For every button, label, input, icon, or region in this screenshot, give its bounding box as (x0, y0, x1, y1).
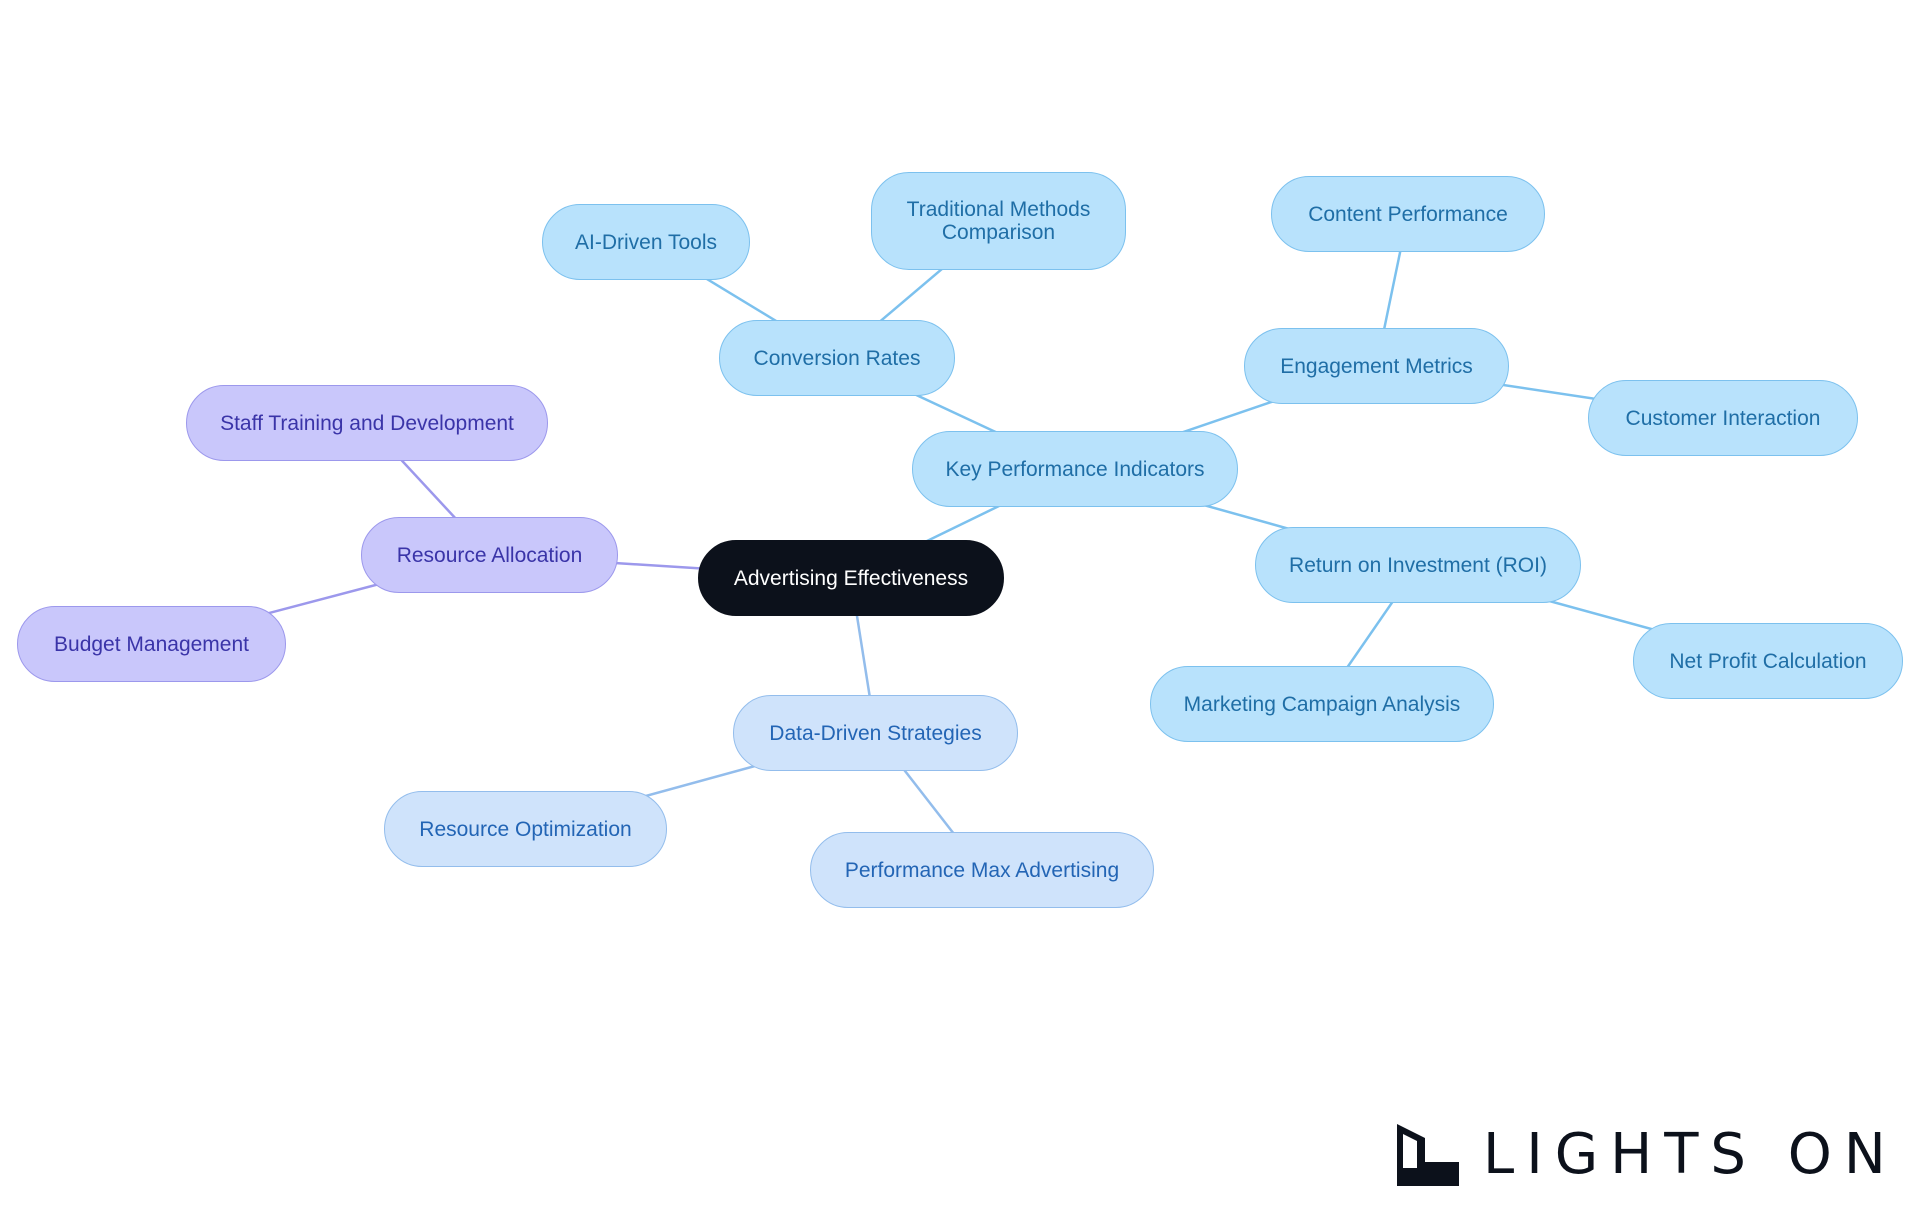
node-budget-management[interactable]: Budget Management (17, 606, 286, 682)
node-traditional-methods-comparison[interactable]: Traditional Methods Comparison (871, 172, 1126, 270)
node-performance-max-advertising[interactable]: Performance Max Advertising (810, 832, 1154, 908)
node-conversion-rates[interactable]: Conversion Rates (719, 320, 955, 396)
building-logo-icon (1397, 1124, 1459, 1186)
node-engagement-metrics[interactable]: Engagement Metrics (1244, 328, 1509, 404)
node-resource-allocation[interactable]: Resource Allocation (361, 517, 618, 593)
node-content-performance[interactable]: Content Performance (1271, 176, 1545, 252)
node-ai-driven-tools[interactable]: AI-Driven Tools (542, 204, 750, 280)
logo-wordmark: LIGHTS ON (1483, 1122, 1898, 1187)
lights-on-logo: LIGHTS ON (1397, 1124, 1898, 1186)
node-staff-training-development[interactable]: Staff Training and Development (186, 385, 548, 461)
node-customer-interaction[interactable]: Customer Interaction (1588, 380, 1858, 456)
node-marketing-campaign-analysis[interactable]: Marketing Campaign Analysis (1150, 666, 1494, 742)
node-resource-optimization[interactable]: Resource Optimization (384, 791, 667, 867)
node-data-driven-strategies[interactable]: Data-Driven Strategies (733, 695, 1018, 771)
node-roi[interactable]: Return on Investment (ROI) (1255, 527, 1581, 603)
node-net-profit-calculation[interactable]: Net Profit Calculation (1633, 623, 1903, 699)
node-root[interactable]: Advertising Effectiveness (698, 540, 1004, 616)
node-kpi[interactable]: Key Performance Indicators (912, 431, 1238, 507)
